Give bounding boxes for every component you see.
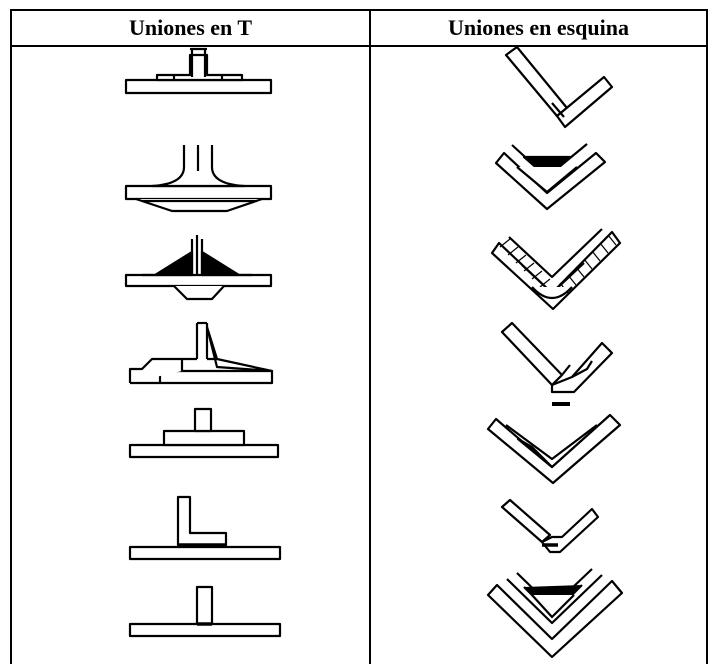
- t-joint-4: [128, 321, 274, 385]
- t-joint-1: [124, 47, 273, 95]
- corner-joint-5: [486, 413, 622, 485]
- corner-joint-4: [500, 321, 614, 406]
- header-t-joints: Uniones en T: [128, 15, 253, 40]
- t-joint-5: [128, 407, 280, 459]
- header-corner-joints: Uniones en esquina: [448, 15, 629, 40]
- t-joint-3: [124, 235, 273, 301]
- table-header-row: Uniones en T Uniones en esquina: [12, 11, 706, 47]
- joint-types-table: Uniones en T Uniones en esquina: [10, 9, 708, 664]
- t-joint-6: [128, 495, 282, 561]
- column-divider: [369, 11, 371, 664]
- t-joint-2: [124, 145, 273, 213]
- joints-drawing: [124, 47, 624, 659]
- corner-joint-2: [494, 143, 607, 211]
- corner-joint-6: [500, 498, 600, 554]
- corner-joint-1: [504, 47, 614, 129]
- corner-joint-7: [486, 568, 624, 659]
- corner-joint-3: [490, 228, 622, 311]
- t-joint-7: [128, 585, 282, 638]
